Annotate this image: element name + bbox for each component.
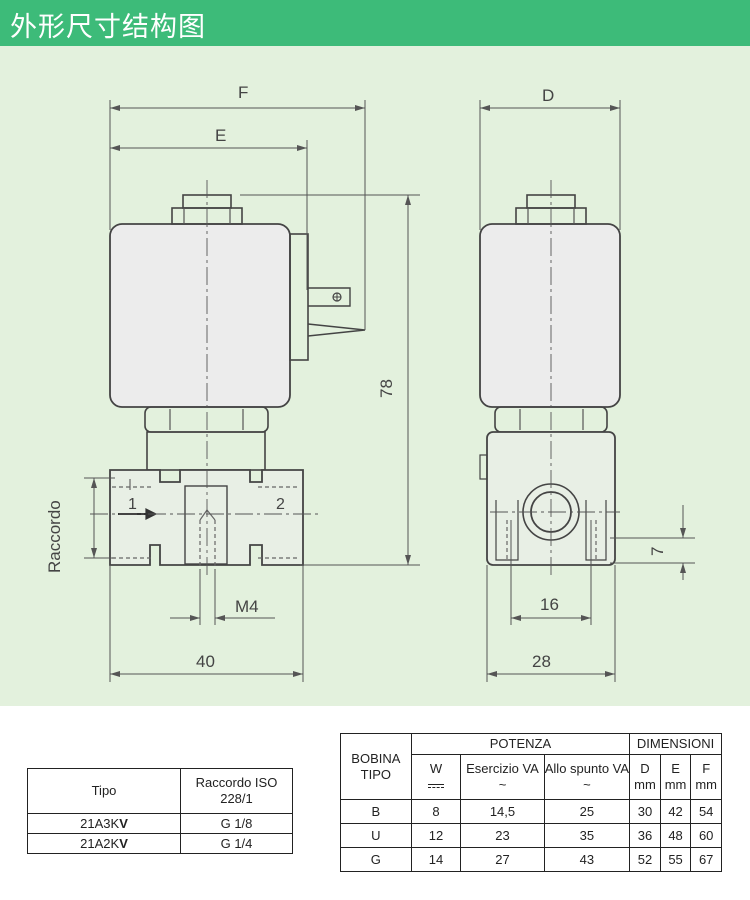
bottom-nut-front <box>144 406 269 433</box>
table-row: 21A3KV G 1/8 <box>27 813 293 834</box>
dim-label-m4: M4 <box>235 597 259 616</box>
tipo-cell: 21A3KV <box>27 813 181 834</box>
cell-spunto: 35 <box>543 823 631 848</box>
cell-f: 54 <box>690 799 722 824</box>
type-table: Tipo Raccordo ISO 228/1 21A3KV G 1/8 21A… <box>27 768 293 854</box>
cell-d: 36 <box>629 823 661 848</box>
dc-symbol-icon <box>428 784 444 791</box>
table-row: 21A2KV G 1/4 <box>27 833 293 854</box>
col-header-raccordo: Raccordo ISO 228/1 <box>180 768 293 814</box>
cell-spunto: 25 <box>543 799 631 824</box>
tipo-cell: 21A2KV <box>27 833 181 854</box>
dim-label-28: 28 <box>532 652 551 671</box>
cell-w: 8 <box>410 799 462 824</box>
dim-label-16: 16 <box>540 595 559 614</box>
coil-body-side <box>479 223 621 408</box>
valve-body-front <box>109 469 304 566</box>
spec-table: BOBINA TIPO POTENZA DIMENSIONI W Eserciz… <box>340 733 722 872</box>
header-bar: 外形尺寸结构图 <box>0 0 750 46</box>
cell-d: 30 <box>629 799 661 824</box>
col-header-potenza: POTENZA <box>410 733 631 755</box>
port-label-in: 1 <box>128 496 137 513</box>
cell-tipo: B <box>340 799 412 824</box>
dim-label-f: F <box>238 83 248 102</box>
cell-w: 12 <box>410 823 462 848</box>
table-row: G 14 27 43 52 55 67 <box>340 847 722 872</box>
cell-tipo: G <box>340 847 412 872</box>
cell-f: 60 <box>690 823 722 848</box>
col-header-tipo: Tipo <box>27 768 181 814</box>
table-row: B 8 14,5 25 30 42 54 <box>340 799 722 824</box>
cell-w: 14 <box>410 847 462 872</box>
raccordo-cell: G 1/4 <box>180 833 293 854</box>
coil-body-front <box>109 223 291 408</box>
cell-e: 48 <box>659 823 692 848</box>
col-header-dimensioni: DIMENSIONI <box>629 733 722 755</box>
table-row: U 12 23 35 36 48 60 <box>340 823 722 848</box>
cell-esercizio: 14,5 <box>460 799 545 824</box>
cell-e: 55 <box>659 847 692 872</box>
cell-e: 42 <box>659 799 692 824</box>
cell-spunto: 43 <box>543 847 631 872</box>
dim-label-78: 78 <box>377 379 396 398</box>
valve-drawing-svg: F E D 78 Raccordo 1 2 M4 40 16 28 7 <box>45 83 695 682</box>
cell-esercizio: 23 <box>460 823 545 848</box>
col-header-w: W <box>410 754 462 800</box>
cell-esercizio: 27 <box>460 847 545 872</box>
cell-f: 67 <box>690 847 722 872</box>
dim-label-d: D <box>542 86 554 105</box>
cell-tipo: U <box>340 823 412 848</box>
col-header-esercizio: Esercizio VA ~ <box>460 754 545 800</box>
page-title: 外形尺寸结构图 <box>10 12 206 43</box>
technical-drawing: F E D 78 Raccordo 1 2 M4 40 16 28 7 <box>0 46 750 706</box>
coil-connector-front <box>289 233 309 361</box>
col-header-bobina-tipo: BOBINA TIPO <box>340 733 412 800</box>
cell-d: 52 <box>629 847 661 872</box>
raccordo-cell: G 1/8 <box>180 813 293 834</box>
dim-label-raccordo: Raccordo <box>45 500 64 573</box>
dim-label-e: E <box>215 126 226 145</box>
port-label-out: 2 <box>276 496 285 513</box>
col-header-spunto: Allo spunto VA ~ <box>543 754 631 800</box>
dim-label-7: 7 <box>648 547 667 556</box>
dim-label-40: 40 <box>196 652 215 671</box>
